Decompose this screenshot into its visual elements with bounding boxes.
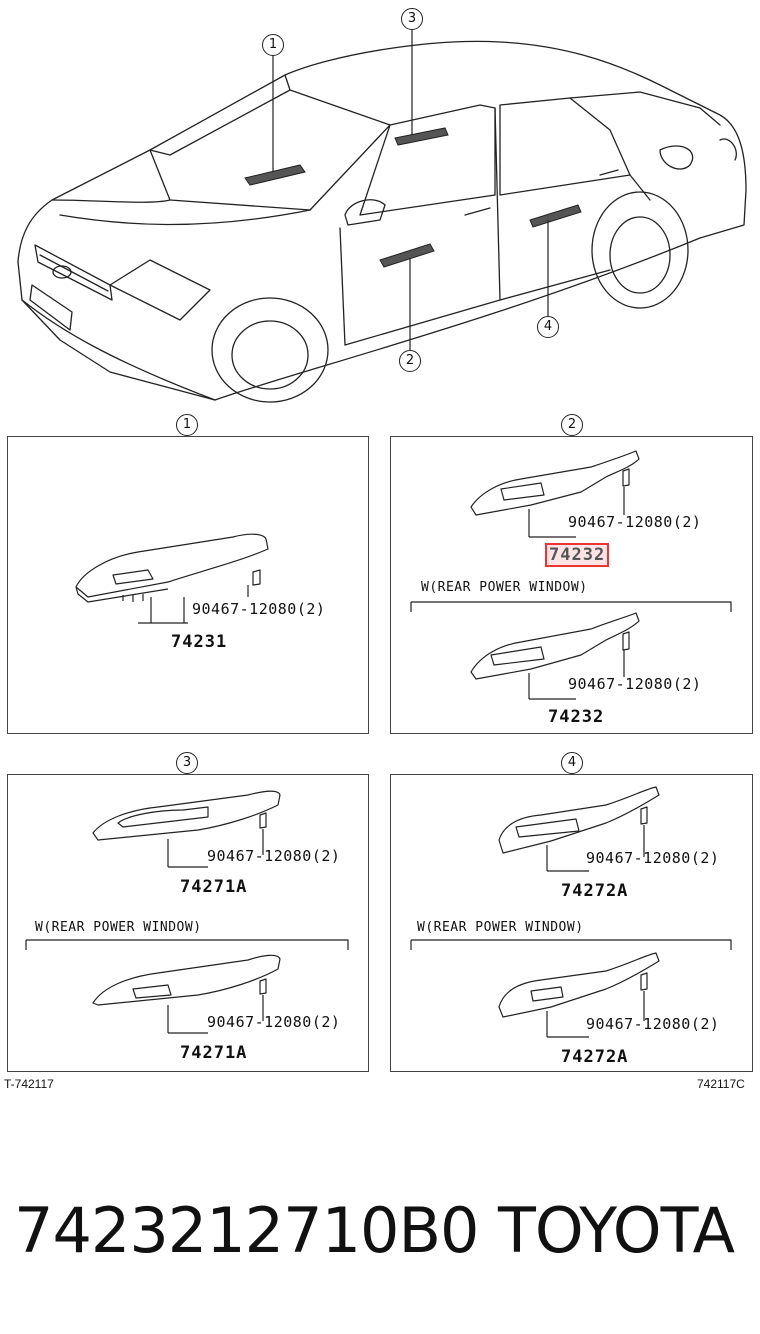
part-number-74272a[interactable]: 74272A (561, 881, 629, 901)
illustration-id-left: T-742117 (4, 1077, 54, 1091)
part-number-74272a-lower[interactable]: 74272A (561, 1047, 629, 1067)
panel-3-number: 3 (176, 752, 198, 774)
rear-power-window-note: W(REAR POWER WINDOW) (421, 580, 588, 595)
part-number-74271a[interactable]: 74271A (180, 877, 248, 897)
callout-2: 2 (399, 350, 421, 372)
bolt-part-number-a: 90467-12080(2) (207, 847, 341, 865)
part-number-heading: 7423212710B0 (14, 1194, 479, 1267)
callout-1: 1 (262, 34, 284, 56)
panel-4-number: 4 (561, 752, 583, 774)
part-number-74231[interactable]: 74231 (171, 632, 228, 652)
brand-heading: TOYOTA (498, 1194, 735, 1267)
panel-2: 90467-12080(2) 74232 W(REAR POWER WINDOW… (390, 436, 753, 734)
car-illustration (17, 30, 747, 403)
bolt-part-number-a: 90467-12080(2) (568, 513, 702, 531)
bolt-part-number-b: 90467-12080(2) (586, 1015, 720, 1033)
rear-power-window-note: W(REAR POWER WINDOW) (35, 920, 202, 935)
part-number-74232[interactable]: 74232 (548, 707, 605, 727)
bolt-part-number-b: 90467-12080(2) (207, 1013, 341, 1031)
bolt-part-number-b: 90467-12080(2) (568, 675, 702, 693)
callout-4: 4 (537, 316, 559, 338)
illustration-id-right: 742117C (697, 1077, 745, 1091)
panel-3: 90467-12080(2) 74271A W(REAR POWER WINDO… (7, 774, 369, 1072)
panel-1-number: 1 (176, 414, 198, 436)
rear-power-window-note: W(REAR POWER WINDOW) (417, 920, 584, 935)
part-number-74271a-lower[interactable]: 74271A (180, 1043, 248, 1063)
switch-base-74272a-drawings (410, 786, 732, 1038)
panel-2-number: 2 (561, 414, 583, 436)
bolt-part-number-a: 90467-12080(2) (586, 849, 720, 867)
bolt-part-number: 90467-12080(2) (192, 600, 326, 618)
callout-3: 3 (401, 8, 423, 30)
switch-base-74232-drawings (410, 450, 732, 700)
panel-4: 90467-12080(2) 74272A W(REAR POWER WINDO… (390, 774, 753, 1072)
switch-base-74231-drawing (75, 533, 269, 624)
part-number-74232-highlighted[interactable]: 74232 (545, 543, 610, 567)
panel-1: 90467-12080(2) 74231 (7, 436, 369, 734)
switch-base-74271a-drawings (25, 790, 349, 1034)
